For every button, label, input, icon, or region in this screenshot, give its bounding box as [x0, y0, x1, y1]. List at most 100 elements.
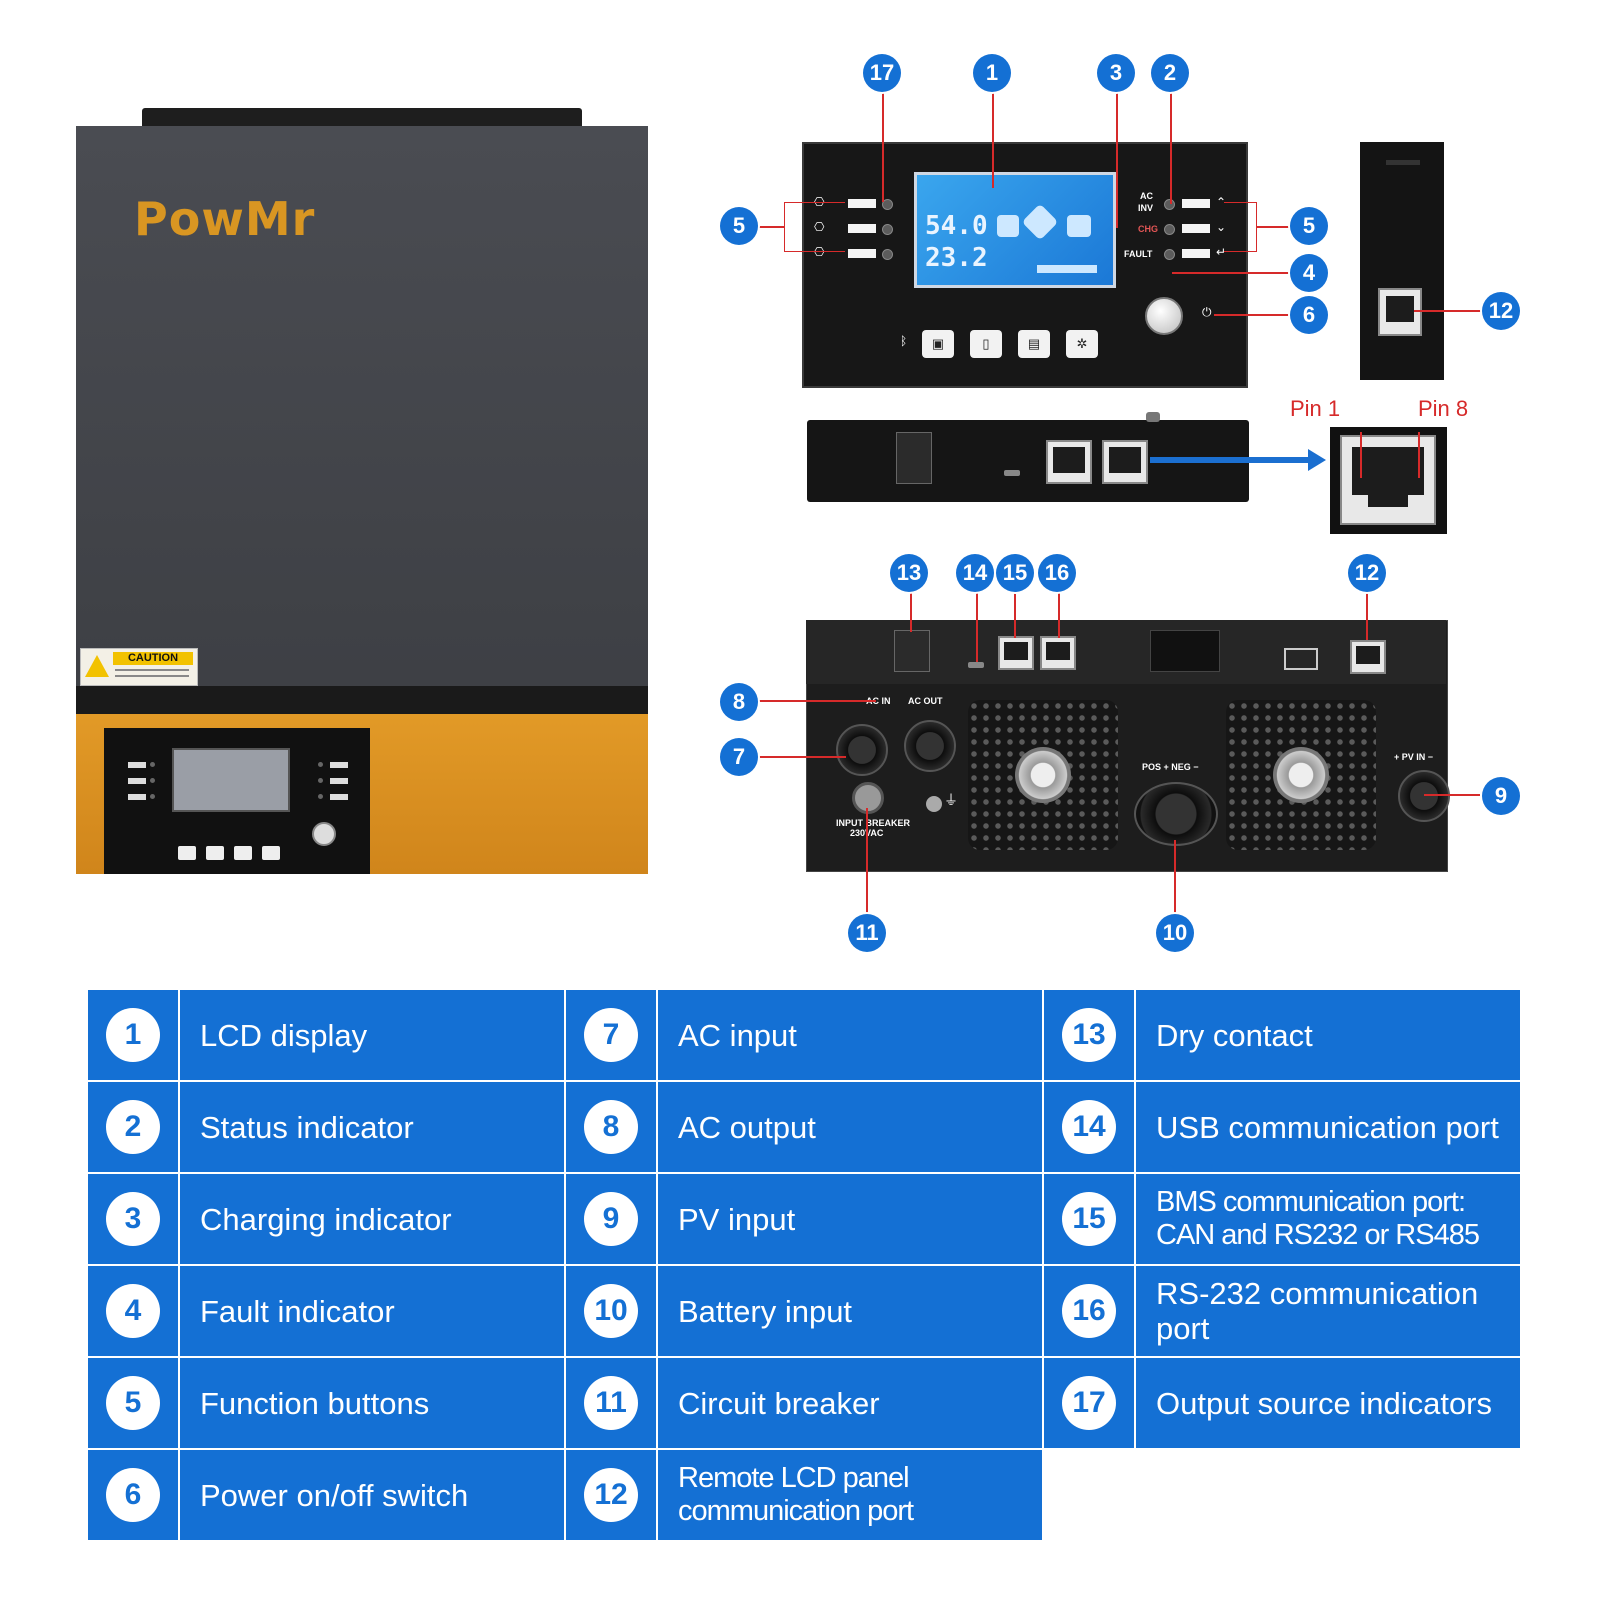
inverter-function-button[interactable]: [330, 778, 348, 784]
inverter-led: [150, 762, 155, 767]
output-source-led: [882, 199, 893, 210]
pin1-lead: [1360, 432, 1362, 478]
enter-button[interactable]: [1182, 249, 1210, 258]
function-button-2[interactable]: [848, 224, 876, 233]
rj45-port: [1046, 440, 1092, 484]
inverter-key[interactable]: [206, 846, 224, 860]
chg-label: CHG: [1138, 224, 1158, 234]
callout-16: 16: [1038, 554, 1076, 592]
leader-line: [1058, 590, 1060, 638]
legend-number-cell: 11: [566, 1358, 656, 1448]
inverter-function-button[interactable]: [128, 762, 146, 768]
remote-panel-icon: [1284, 648, 1318, 670]
charging-led: [1164, 224, 1175, 235]
legend-label: AC input: [658, 990, 1042, 1080]
legend-number: 11: [584, 1376, 638, 1430]
inverter-key[interactable]: [262, 846, 280, 860]
inverter-led: [150, 794, 155, 799]
legend-label: RS-232 communication port: [1136, 1266, 1520, 1356]
inverter-divider: [76, 686, 648, 714]
leader-line: [1014, 590, 1016, 638]
port-cover: [1150, 630, 1220, 672]
inverter-function-button[interactable]: [128, 778, 146, 784]
menu-key-1[interactable]: ▣: [922, 330, 954, 358]
down-button[interactable]: [1182, 224, 1210, 233]
function-button-1[interactable]: [848, 199, 876, 208]
legend-label: Remote LCD panel communication port: [658, 1450, 1042, 1540]
leader-line: [754, 226, 784, 228]
callout-15: 15: [996, 554, 1034, 592]
inv-label: INV: [1138, 203, 1154, 213]
legend-number: 15: [1062, 1192, 1116, 1246]
mounting-bracket: [142, 108, 582, 130]
brand-logo: PowMr: [134, 192, 316, 246]
callout-2: 2: [1151, 54, 1189, 92]
legend-number: 12: [584, 1468, 638, 1522]
callout-6: 6: [1290, 296, 1328, 334]
leader-line: [910, 590, 912, 632]
battery-icon: ⎔: [814, 220, 825, 234]
menu-key-2[interactable]: ▯: [970, 330, 1002, 358]
legend-label: Charging indicator: [180, 1174, 564, 1264]
legend-number: 16: [1062, 1284, 1116, 1338]
circuit-breaker[interactable]: [852, 782, 884, 814]
legend-label: PV input: [658, 1174, 1042, 1264]
ac-in-label: AC IN: [866, 696, 891, 706]
pv-in-label: + PV IN −: [1394, 752, 1434, 762]
leader-line: [882, 90, 884, 202]
legend-number: 8: [584, 1100, 638, 1154]
callout-5-left: 5: [720, 207, 758, 245]
remote-screw: [1146, 412, 1160, 422]
legend-number: 9: [584, 1192, 638, 1246]
function-button-3[interactable]: [848, 249, 876, 258]
arrow-line: [1150, 457, 1312, 463]
inverter-key[interactable]: [234, 846, 252, 860]
function-bracket-right: [1224, 202, 1257, 252]
grid-icon: ⎔: [814, 245, 825, 259]
leader-line: [756, 756, 846, 758]
cooling-fan-2: [1226, 700, 1376, 850]
pin8-label: Pin 8: [1418, 396, 1469, 421]
bluetooth-icon: ᛒ: [900, 334, 908, 348]
callout-10: 10: [1156, 914, 1194, 952]
inverter-function-button[interactable]: [330, 762, 348, 768]
legend-number: 5: [106, 1376, 160, 1430]
arrow-right-icon: [1308, 449, 1326, 471]
callout-3: 3: [1097, 54, 1135, 92]
chevron-up-icon: ⌃: [1216, 195, 1227, 209]
legend-label: Power on/off switch: [180, 1450, 564, 1540]
callout-11: 11: [848, 914, 886, 952]
inverter-key[interactable]: [178, 846, 196, 860]
fan-hub: [1273, 747, 1329, 803]
inverter-led: [318, 794, 323, 799]
legend-number-cell: 16: [1044, 1266, 1134, 1356]
power-switch[interactable]: [1145, 297, 1183, 335]
rj45-pinout-detail: [1330, 427, 1447, 534]
power-icon: ⏻: [1202, 305, 1212, 319]
usb-port: [968, 662, 984, 668]
remote-panel-side: [1360, 142, 1444, 380]
leader-line: [1414, 310, 1482, 312]
menu-key-3[interactable]: ▤: [1018, 330, 1050, 358]
caution-text-line: [115, 675, 189, 677]
inverter-function-button[interactable]: [128, 794, 146, 800]
leader-line: [1174, 840, 1176, 916]
leader-line: [976, 590, 978, 662]
ground-icon: ⏚: [944, 792, 958, 808]
leader-line: [992, 90, 994, 188]
inverter-power-switch[interactable]: [312, 822, 336, 846]
inverter-body: [76, 126, 648, 716]
legend-number: 17: [1062, 1376, 1116, 1430]
up-button[interactable]: [1182, 199, 1210, 208]
side-slot: [1386, 160, 1420, 165]
leader-line: [756, 700, 876, 702]
rs232-port: [1040, 636, 1076, 670]
function-bracket-left: [784, 202, 845, 252]
legend-label: AC output: [658, 1082, 1042, 1172]
menu-key-4[interactable]: ✲: [1066, 330, 1098, 358]
lcd-bottom-value: 23.2: [925, 243, 988, 273]
inverter-led: [150, 778, 155, 783]
callout-13: 13: [890, 554, 928, 592]
inverter-function-button[interactable]: [330, 794, 348, 800]
legend-number: 4: [106, 1284, 160, 1338]
